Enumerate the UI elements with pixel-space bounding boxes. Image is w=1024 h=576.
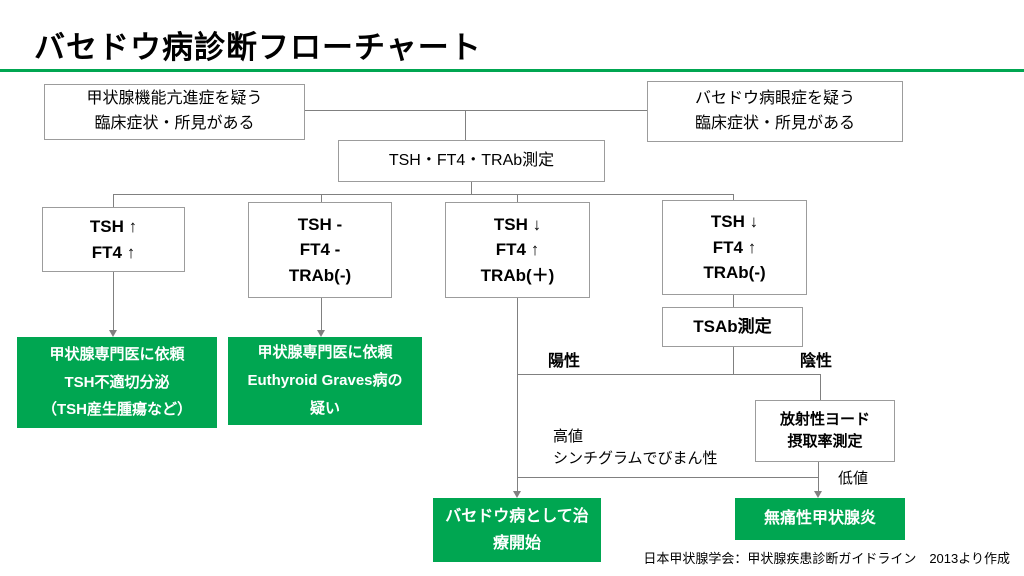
arrow-down-icon: [513, 491, 521, 498]
connector-line: [321, 194, 322, 202]
connector-line: [113, 194, 733, 195]
radioiodine-uptake-box: 放射性ヨード 摂取率測定: [755, 400, 895, 462]
connector-line: [471, 182, 472, 194]
connector-line: [733, 347, 734, 374]
outcome-box-specialist-tsh: 甲状腺専門医に依頼 TSH不適切分泌 （TSH産生腫瘍など）: [17, 337, 217, 428]
outcome-line: Euthyroid Graves病の: [247, 372, 403, 390]
result-line: TRAb(-): [703, 263, 766, 283]
arrow-down-icon: [109, 330, 117, 337]
low-uptake-label: 低値: [838, 470, 869, 487]
connector-line: [733, 295, 734, 307]
measure-box-tsh-ft4-trab: TSH・FT4・TRAb測定: [338, 140, 605, 182]
connector-line: [818, 462, 819, 492]
title-underline: [0, 69, 1024, 72]
connector-line: [517, 477, 818, 478]
radioiodine-line: 放射性ヨード: [779, 410, 870, 428]
connector-line: [517, 374, 820, 375]
tsab-positive-label: 陽性: [548, 353, 581, 370]
connector-line: [465, 110, 466, 140]
connector-line: [321, 298, 322, 331]
start-box-hyperthyroidism: 甲状腺機能亢進症を疑う 臨床症状・所見がある: [44, 84, 305, 140]
connector-line: [113, 272, 114, 331]
result-box-trab-positive: TSH ↓ FT4 ↑ TRAb(＋): [445, 202, 590, 298]
outcome-line: TSH不適切分泌: [64, 373, 170, 391]
start-box-line: 甲状腺機能亢進症を疑う: [86, 90, 263, 108]
result-line: TRAb(-): [288, 265, 352, 285]
start-box-ophthalmopathy: バセドウ病眼症を疑う 臨床症状・所見がある: [647, 81, 903, 142]
result-box-normal-trab-negative: TSH - FT4 - TRAb(-): [248, 202, 392, 298]
outcome-line: バセドウ病として治: [445, 507, 589, 525]
result-line: FT4 ↑: [495, 240, 540, 260]
result-line: TRAb(＋): [480, 265, 555, 285]
outcome-line: 疑い: [309, 399, 340, 417]
arrow-down-icon: [814, 491, 822, 498]
result-box-tsh-up-ft4-up: TSH ↑ FT4 ↑: [42, 207, 185, 272]
tsab-box-label: TSAb測定: [693, 317, 772, 337]
start-box-line: 臨床症状・所見がある: [694, 114, 855, 132]
result-line: TSH -: [297, 214, 343, 234]
outcome-line: 甲状腺専門医に依頼: [257, 344, 393, 362]
tsab-negative-label: 陰性: [800, 353, 833, 370]
page-title: バセドウ病診断フローチャート: [34, 30, 482, 65]
result-line: TSH ↓: [710, 212, 759, 232]
result-line: TSH ↑: [89, 217, 138, 236]
arrow-down-icon: [317, 330, 325, 337]
outcome-box-treat-basedow: バセドウ病として治 療開始: [433, 498, 601, 562]
result-box-trab-negative: TSH ↓ FT4 ↑ TRAb(-): [662, 200, 807, 295]
result-line: FT4 -: [299, 240, 341, 260]
tsab-measure-box: TSAb測定: [662, 307, 803, 347]
result-line: FT4 ↑: [91, 242, 136, 262]
high-uptake-label: 高値: [553, 428, 584, 445]
start-box-line: バセドウ病眼症を疑う: [694, 89, 855, 107]
source-credit: 日本甲状腺学会：甲状腺疾患診断ガイドライン 2013より作成: [643, 551, 1010, 566]
radioiodine-line: 摂取率測定: [787, 433, 863, 450]
measure-box-label: TSH・FT4・TRAb測定: [388, 151, 555, 169]
start-box-line: 臨床症状・所見がある: [94, 115, 255, 132]
outcome-line: （TSH産生腫瘍など）: [41, 401, 192, 419]
scintigram-label: シンチグラムでびまん性: [553, 450, 718, 467]
connector-line: [517, 298, 518, 492]
outcome-line: 無痛性甲状腺炎: [763, 510, 876, 528]
outcome-line: 療開始: [492, 535, 541, 552]
connector-line: [517, 194, 518, 202]
connector-line: [820, 374, 821, 400]
connector-line: [733, 194, 734, 200]
result-line: TSH ↓: [493, 214, 542, 234]
outcome-box-painless-thyroiditis: 無痛性甲状腺炎: [735, 498, 905, 540]
connector-line: [113, 194, 114, 207]
result-line: FT4 ↑: [712, 237, 757, 257]
outcome-line: 甲状腺専門医に依頼: [49, 345, 185, 363]
outcome-box-euthyroid-graves: 甲状腺専門医に依頼 Euthyroid Graves病の 疑い: [228, 337, 422, 425]
connector-line: [305, 110, 647, 111]
